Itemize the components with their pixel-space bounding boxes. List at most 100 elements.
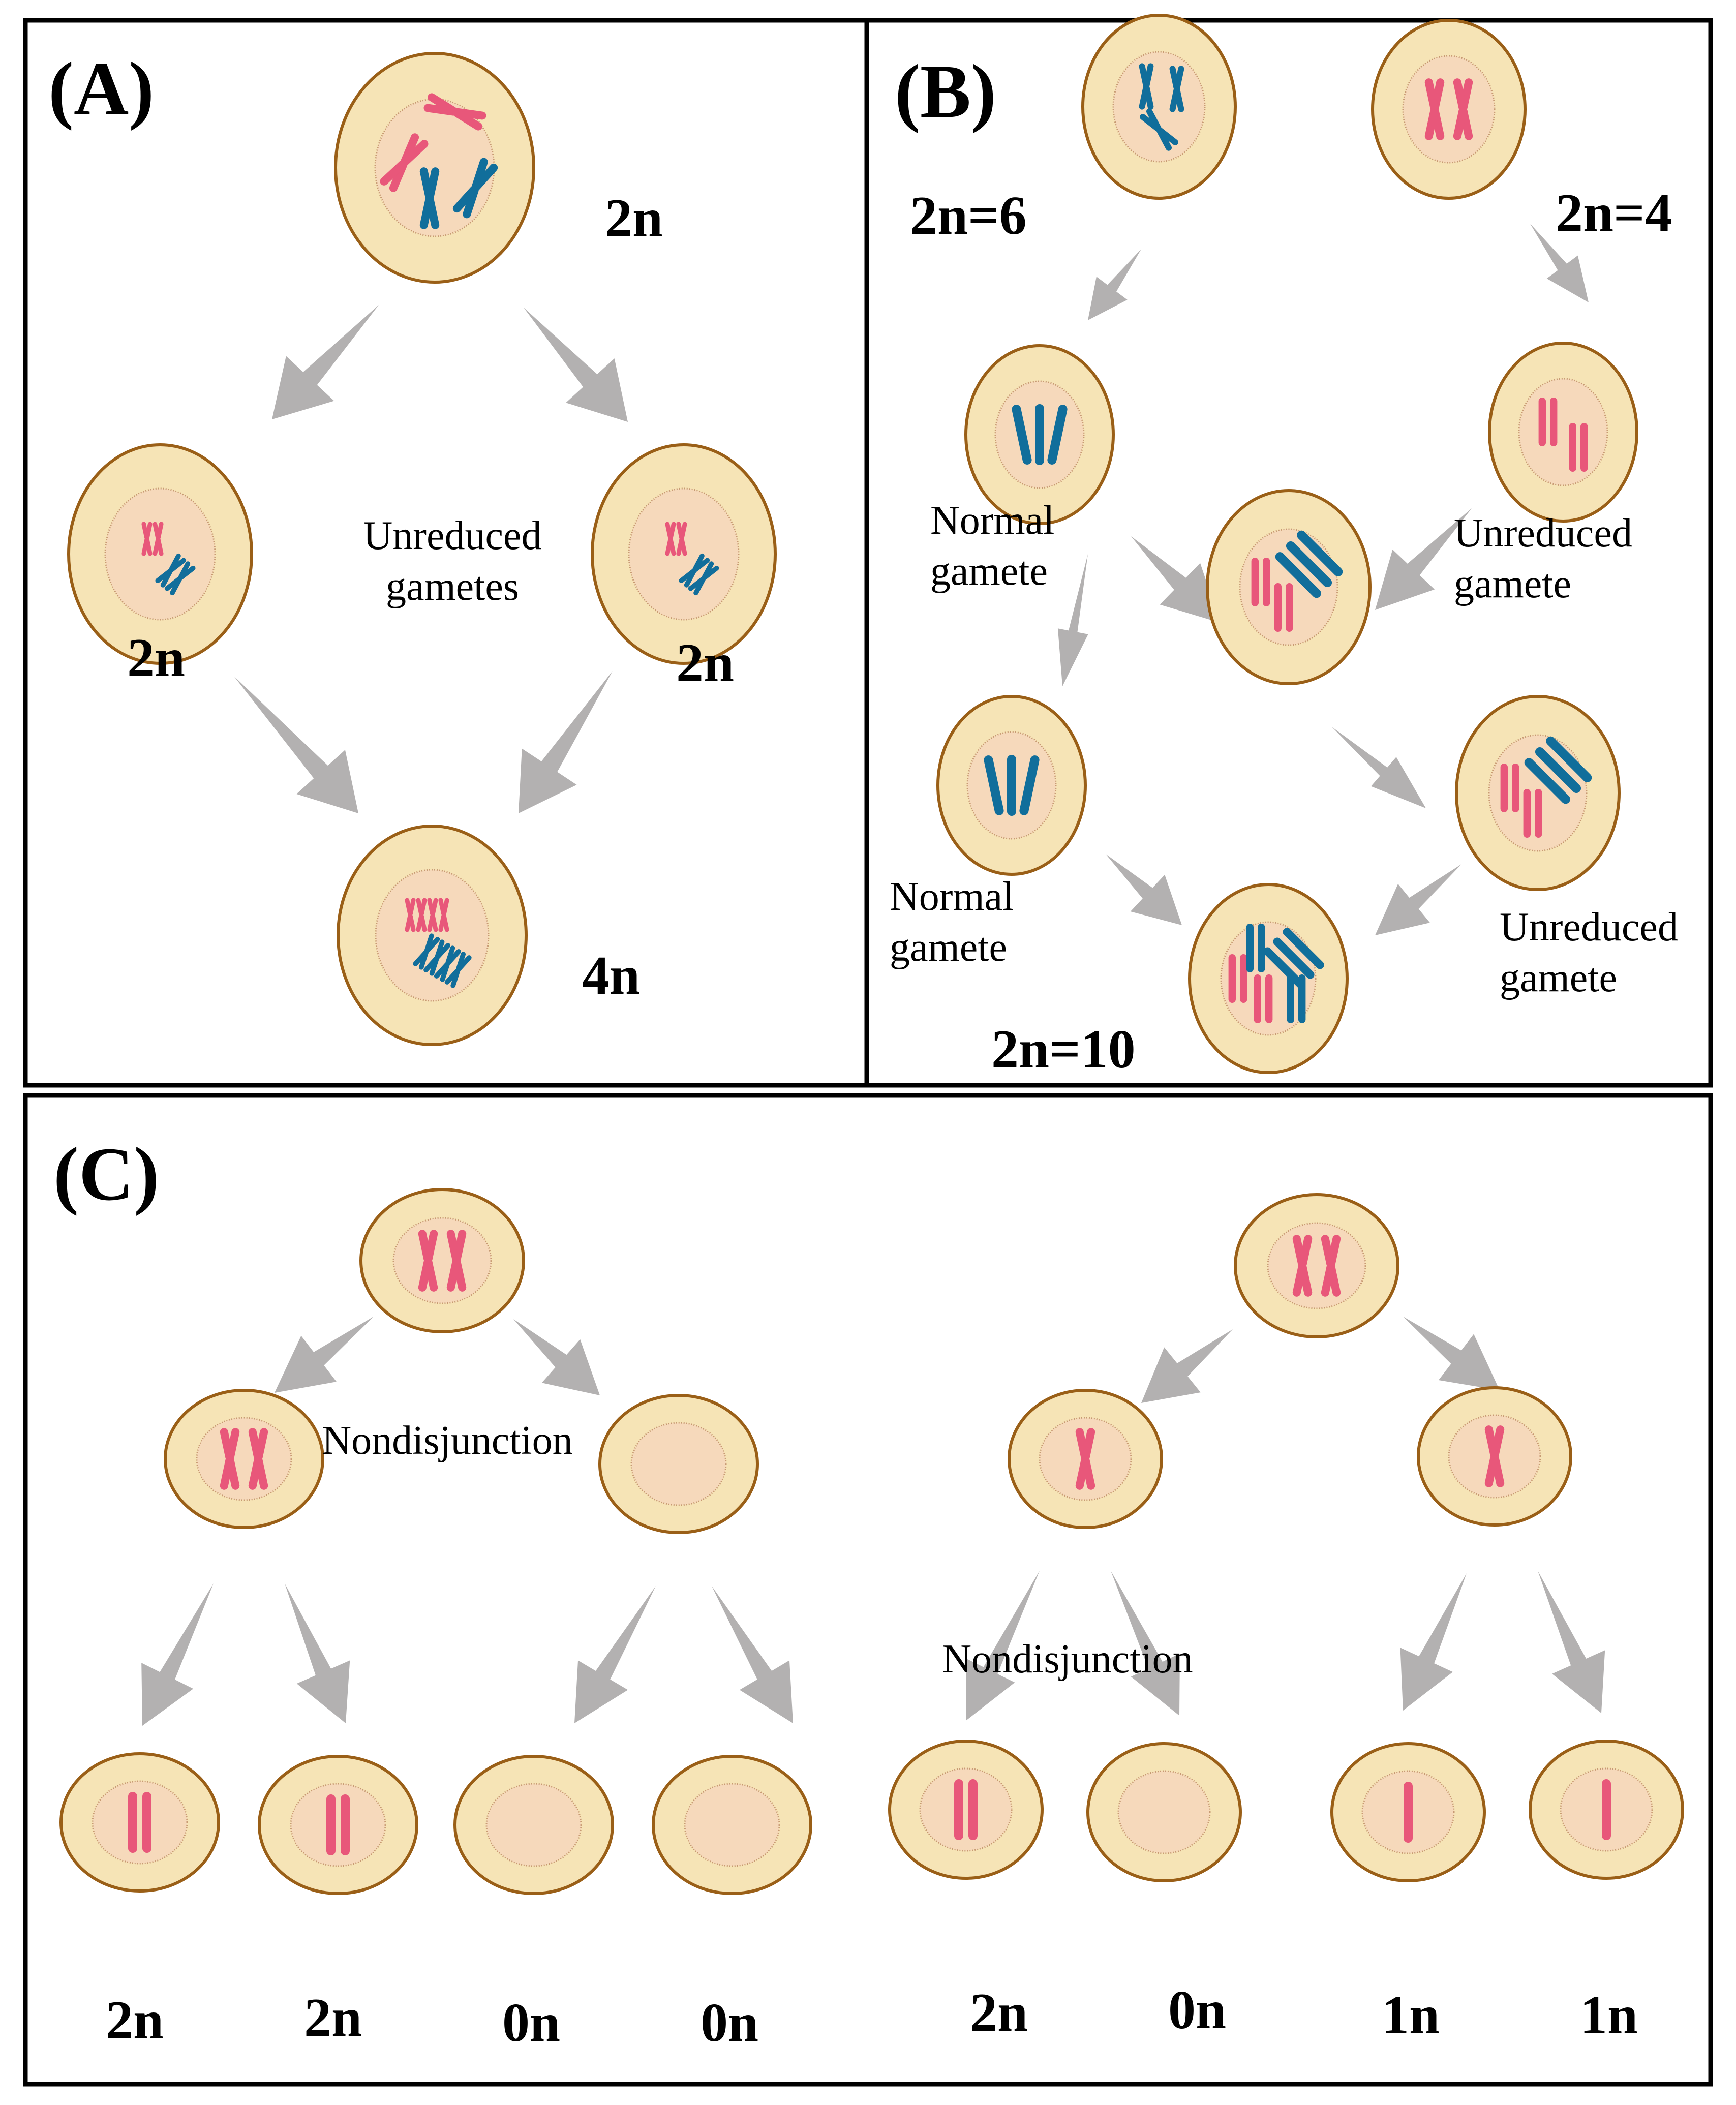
panel-c-right-nondisjunction-label: Nondisjunction <box>942 1637 1193 1682</box>
arrow-b-unreduced2-to-offspring <box>1375 864 1461 935</box>
nucleus <box>92 1780 188 1865</box>
panel-a-parent-cell <box>334 52 535 284</box>
arrow-b-p1-to-normal1 <box>1088 249 1141 320</box>
panel-c-left-parent-cell <box>359 1188 525 1333</box>
nucleus <box>1518 378 1608 486</box>
nucleus <box>1112 51 1206 163</box>
panel-b-unreduced-gamete-2-line2: gamete <box>1500 956 1617 1000</box>
nucleus <box>196 1417 292 1501</box>
panel-b-unreduced-gamete-2-cell <box>1455 695 1621 891</box>
arrow-c-right-mid1-to-g1 <box>966 1571 1040 1721</box>
panel-c-right-gamete-4-ploidy: 1n <box>1580 1985 1638 2046</box>
panel-c-right-gamete-2-ploidy: 0n <box>1168 1980 1226 2040</box>
arrow-c-right-top-to-mid1 <box>1141 1329 1233 1403</box>
panel-b-normal-gamete-2-cell <box>936 695 1087 876</box>
panel-b-normal-gamete-1-cell <box>964 344 1115 525</box>
arrows-layer <box>141 224 1605 1726</box>
arrow-c-left-top-to-mid1 <box>275 1317 374 1393</box>
panel-a-right-gamete-ploidy: 2n <box>676 633 734 693</box>
arrow-a-left-to-offspring <box>234 676 358 813</box>
panel-b-parent1-cell <box>1081 14 1237 200</box>
panel-c-right-parent-cell <box>1234 1193 1399 1338</box>
nucleus <box>1267 1222 1366 1309</box>
nucleus <box>485 1783 582 1867</box>
arrow-c-right-mid2-to-g4 <box>1538 1571 1605 1713</box>
panel-c-right-gamete-3-ploidy: 1n <box>1382 1985 1440 2046</box>
chromosome <box>1035 404 1044 465</box>
nucleus <box>630 1422 727 1506</box>
nucleus <box>290 1783 386 1867</box>
chromosome-group <box>1602 1779 1611 1840</box>
panel-b-label: (B) <box>895 49 996 134</box>
arrow-c-left-top-to-mid2 <box>513 1319 600 1395</box>
panel-a-left-gamete-ploidy: 2n <box>127 628 185 688</box>
panel-c-left-mid-2-cell <box>598 1394 759 1534</box>
panel-c-border <box>23 1093 1713 2087</box>
panel-b-parent1-ploidy: 2n=6 <box>910 186 1027 246</box>
nucleus <box>1117 1770 1211 1854</box>
panel-c-left-nondisjunction-label: Nondisjunction <box>322 1418 572 1463</box>
nucleus <box>684 1783 780 1867</box>
panel-c-right-mid-1-cell <box>1008 1389 1163 1529</box>
chromosome <box>1404 1782 1413 1843</box>
arrow-b-unreduced1-to-hybrid <box>1375 508 1472 610</box>
panel-a-offspring-cell <box>337 825 528 1046</box>
panel-b-parent2-cell <box>1371 19 1527 200</box>
panel-c-right-gamete-1-cell <box>888 1740 1044 1880</box>
panel-b-hybrid-cell <box>1206 489 1372 685</box>
chromosome <box>1007 755 1016 816</box>
panel-c-left-mid-1-cell <box>164 1389 324 1529</box>
panel-b-unreduced-gamete-1-cell <box>1488 342 1638 523</box>
cells-layer <box>59 14 1684 1895</box>
panel-b-unreduced-gamete-1-line2: gamete <box>1454 562 1571 606</box>
nucleus <box>1402 55 1496 164</box>
panel-b-normal-gamete-2-line1: Normal <box>890 874 1014 919</box>
arrow-c-left-mid1-to-g2 <box>285 1583 350 1723</box>
panel-c-left-gamete-4-ploidy: 0n <box>701 1993 758 2053</box>
panel-c-left-gamete-2-ploidy: 2n <box>304 1988 362 2048</box>
panel-a-caption-line2: gametes <box>386 564 519 609</box>
panel-a-parent-ploidy: 2n <box>605 188 663 249</box>
arrow-b-normal1-to-normal2 <box>1057 554 1088 686</box>
arrow-b-hybrid-to-unreduced2 <box>1332 727 1426 808</box>
panel-b-offspring-cell <box>1188 883 1349 1074</box>
arrow-c-right-mid1-to-g2 <box>1111 1571 1180 1716</box>
arrow-b-p2-to-unreduced1 <box>1530 224 1589 302</box>
arrow-b-normal2-to-offspring <box>1106 854 1182 925</box>
panel-c-left-gamete-1-ploidy: 2n <box>106 1990 164 2051</box>
panel-c-right-gamete-3-cell <box>1330 1742 1486 1882</box>
arrow-c-left-mid1-to-g1 <box>141 1583 214 1726</box>
arrow-c-left-mid2-to-g3 <box>574 1586 656 1723</box>
panel-a-left-gamete-cell <box>67 443 253 665</box>
panel-b-normal-gamete-2-line2: gamete <box>890 925 1007 970</box>
chromosome-group <box>1404 1782 1413 1843</box>
arrow-b-normal1-to-hybrid <box>1131 536 1220 623</box>
panel-c-left-gamete-2-cell <box>258 1755 418 1895</box>
panel-b-unreduced-gamete-1-line1: Unreduced <box>1454 511 1632 556</box>
nucleus <box>919 1767 1013 1852</box>
panel-c-left-gamete-3-ploidy: 0n <box>502 1993 560 2053</box>
panel-a-label: (A) <box>48 47 154 131</box>
arrow-c-right-top-to-mid2 <box>1403 1317 1500 1390</box>
arrow-a-right-to-offspring <box>519 671 613 813</box>
panel-b-parent2-ploidy: 2n=4 <box>1556 183 1672 243</box>
nucleus <box>392 1217 492 1304</box>
panel-c-right-mid-2-cell <box>1417 1386 1572 1527</box>
panel-c-right-gamete-1-ploidy: 2n <box>970 1982 1028 2043</box>
panel-b-normal-gamete-1-line2: gamete <box>930 549 1048 594</box>
panel-b-offspring-ploidy: 2n=10 <box>991 1019 1136 1080</box>
panel-c-right-gamete-2-cell <box>1086 1742 1242 1882</box>
arrow-c-left-mid2-to-g4 <box>712 1586 793 1723</box>
panel-c-right-gamete-4-cell <box>1529 1740 1684 1880</box>
panel-a-right-gamete-cell <box>591 443 777 665</box>
panel-a-offspring-ploidy: 4n <box>582 945 640 1006</box>
panel-c-label: (C) <box>53 1132 159 1216</box>
panel-b-normal-gamete-1-line1: Normal <box>930 498 1054 543</box>
arrow-a-parent-to-left <box>272 305 379 419</box>
panel-c-left-gamete-1-cell <box>59 1752 220 1893</box>
panel-b-border <box>864 18 1713 1088</box>
panel-a-caption-line1: Unreduced <box>363 513 542 558</box>
arrow-a-parent-to-right <box>524 308 628 422</box>
panel-b-unreduced-gamete-2-line1: Unreduced <box>1500 905 1678 950</box>
